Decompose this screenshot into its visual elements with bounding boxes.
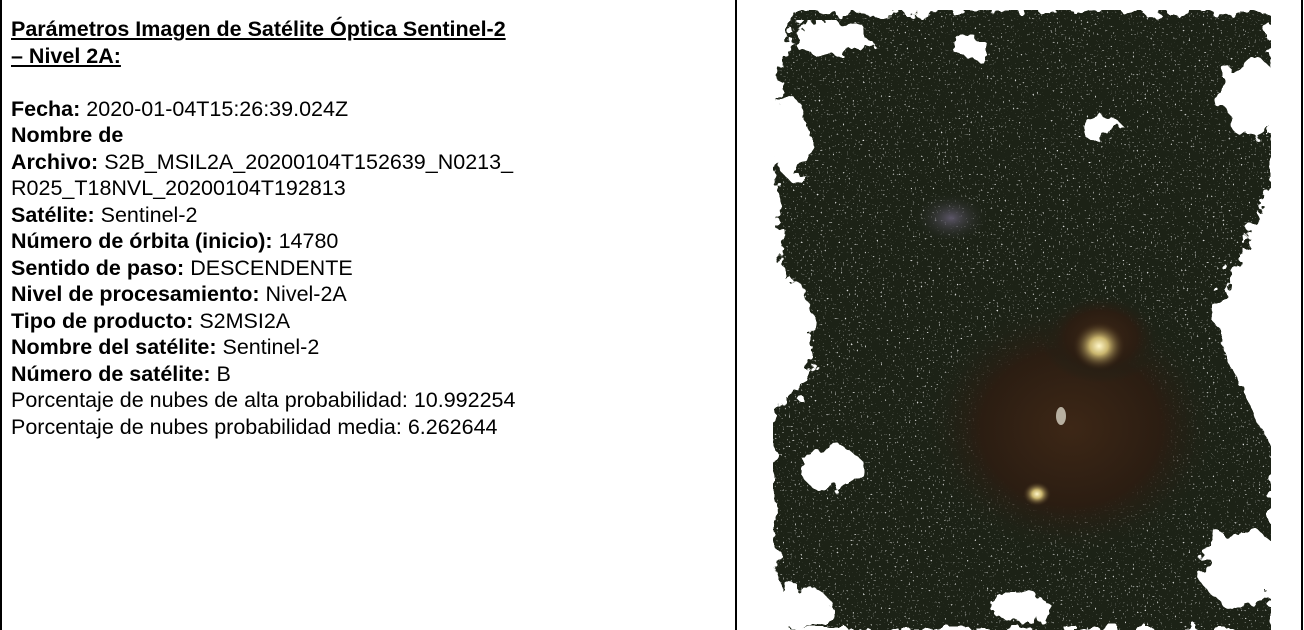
spacer bbox=[11, 69, 717, 96]
table-border-left bbox=[0, 0, 2, 630]
field-value: Nivel-2A bbox=[265, 282, 347, 306]
field-value: DESCENDENTE bbox=[190, 255, 353, 280]
field-nombre-satelite: Nombre del satélite: Sentinel-2 bbox=[11, 334, 717, 361]
field-nombre-archivo-cont: R025_T18NVL_20200104T192813 bbox=[11, 175, 717, 202]
field-tipo-producto: Tipo de producto: S2MSI2A bbox=[11, 308, 717, 335]
satellite-image bbox=[771, 8, 1272, 630]
field-label: Número de órbita (inicio): bbox=[11, 229, 273, 253]
field-value: S2MSI2A bbox=[199, 308, 291, 333]
field-label: Nombre de bbox=[11, 123, 124, 147]
field-label: Nombre del satélite: bbox=[11, 335, 217, 359]
field-numero-satelite: Número de satélite: B bbox=[11, 361, 717, 388]
parameters-cell: Parámetros Imagen de Satélite Óptica Sen… bbox=[11, 16, 717, 440]
field-fecha: Fecha: 2020-01-04T15:26:39.024Z bbox=[11, 96, 717, 123]
field-satelite: Satélite: Sentinel-2 bbox=[11, 202, 717, 229]
field-value: 14780 bbox=[278, 229, 339, 253]
field-label: Archivo: bbox=[11, 149, 99, 174]
field-value: S2B_MSIL2A_20200104T152639_N0213_ bbox=[104, 149, 514, 174]
field-numero-orbita: Número de órbita (inicio): 14780 bbox=[11, 228, 717, 255]
field-nivel-procesamiento: Nivel de procesamiento: Nivel-2A bbox=[11, 281, 717, 308]
title-line-2: – Nivel 2A: bbox=[11, 43, 121, 68]
field-value: 2020-01-04T15:26:39.024Z bbox=[86, 96, 349, 121]
field-label: Número de satélite: bbox=[11, 361, 211, 386]
field-label: Fecha: bbox=[11, 96, 81, 121]
field-nubes-alta: Porcentaje de nubes de alta probabilidad… bbox=[11, 388, 516, 412]
document-title: Parámetros Imagen de Satélite Óptica Sen… bbox=[11, 16, 717, 69]
field-nubes-media: Porcentaje de nubes probabilidad media: … bbox=[11, 414, 498, 439]
field-sentido-paso: Sentido de paso: DESCENDENTE bbox=[11, 255, 717, 282]
table-border-middle bbox=[735, 0, 737, 630]
field-label: Nivel de procesamiento: bbox=[11, 282, 260, 306]
field-label: Tipo de producto: bbox=[11, 308, 194, 333]
parameters-text: Parámetros Imagen de Satélite Óptica Sen… bbox=[11, 16, 717, 440]
field-label: Satélite: bbox=[11, 202, 95, 227]
field-nombre-archivo: Archivo: S2B_MSIL2A_20200104T152639_N021… bbox=[11, 149, 717, 176]
field-nombre-archivo-label-1: Nombre de bbox=[11, 122, 717, 149]
field-value: Sentinel-2 bbox=[222, 335, 320, 359]
image-cell bbox=[738, 0, 1304, 630]
title-line-1: Parámetros Imagen de Satélite Óptica Sen… bbox=[11, 17, 506, 41]
field-value: B bbox=[216, 361, 231, 386]
field-label: Sentido de paso: bbox=[11, 255, 185, 280]
table-border-right bbox=[1301, 0, 1303, 630]
field-value: R025_T18NVL_20200104T192813 bbox=[11, 176, 346, 200]
field-value: Sentinel-2 bbox=[100, 202, 198, 227]
